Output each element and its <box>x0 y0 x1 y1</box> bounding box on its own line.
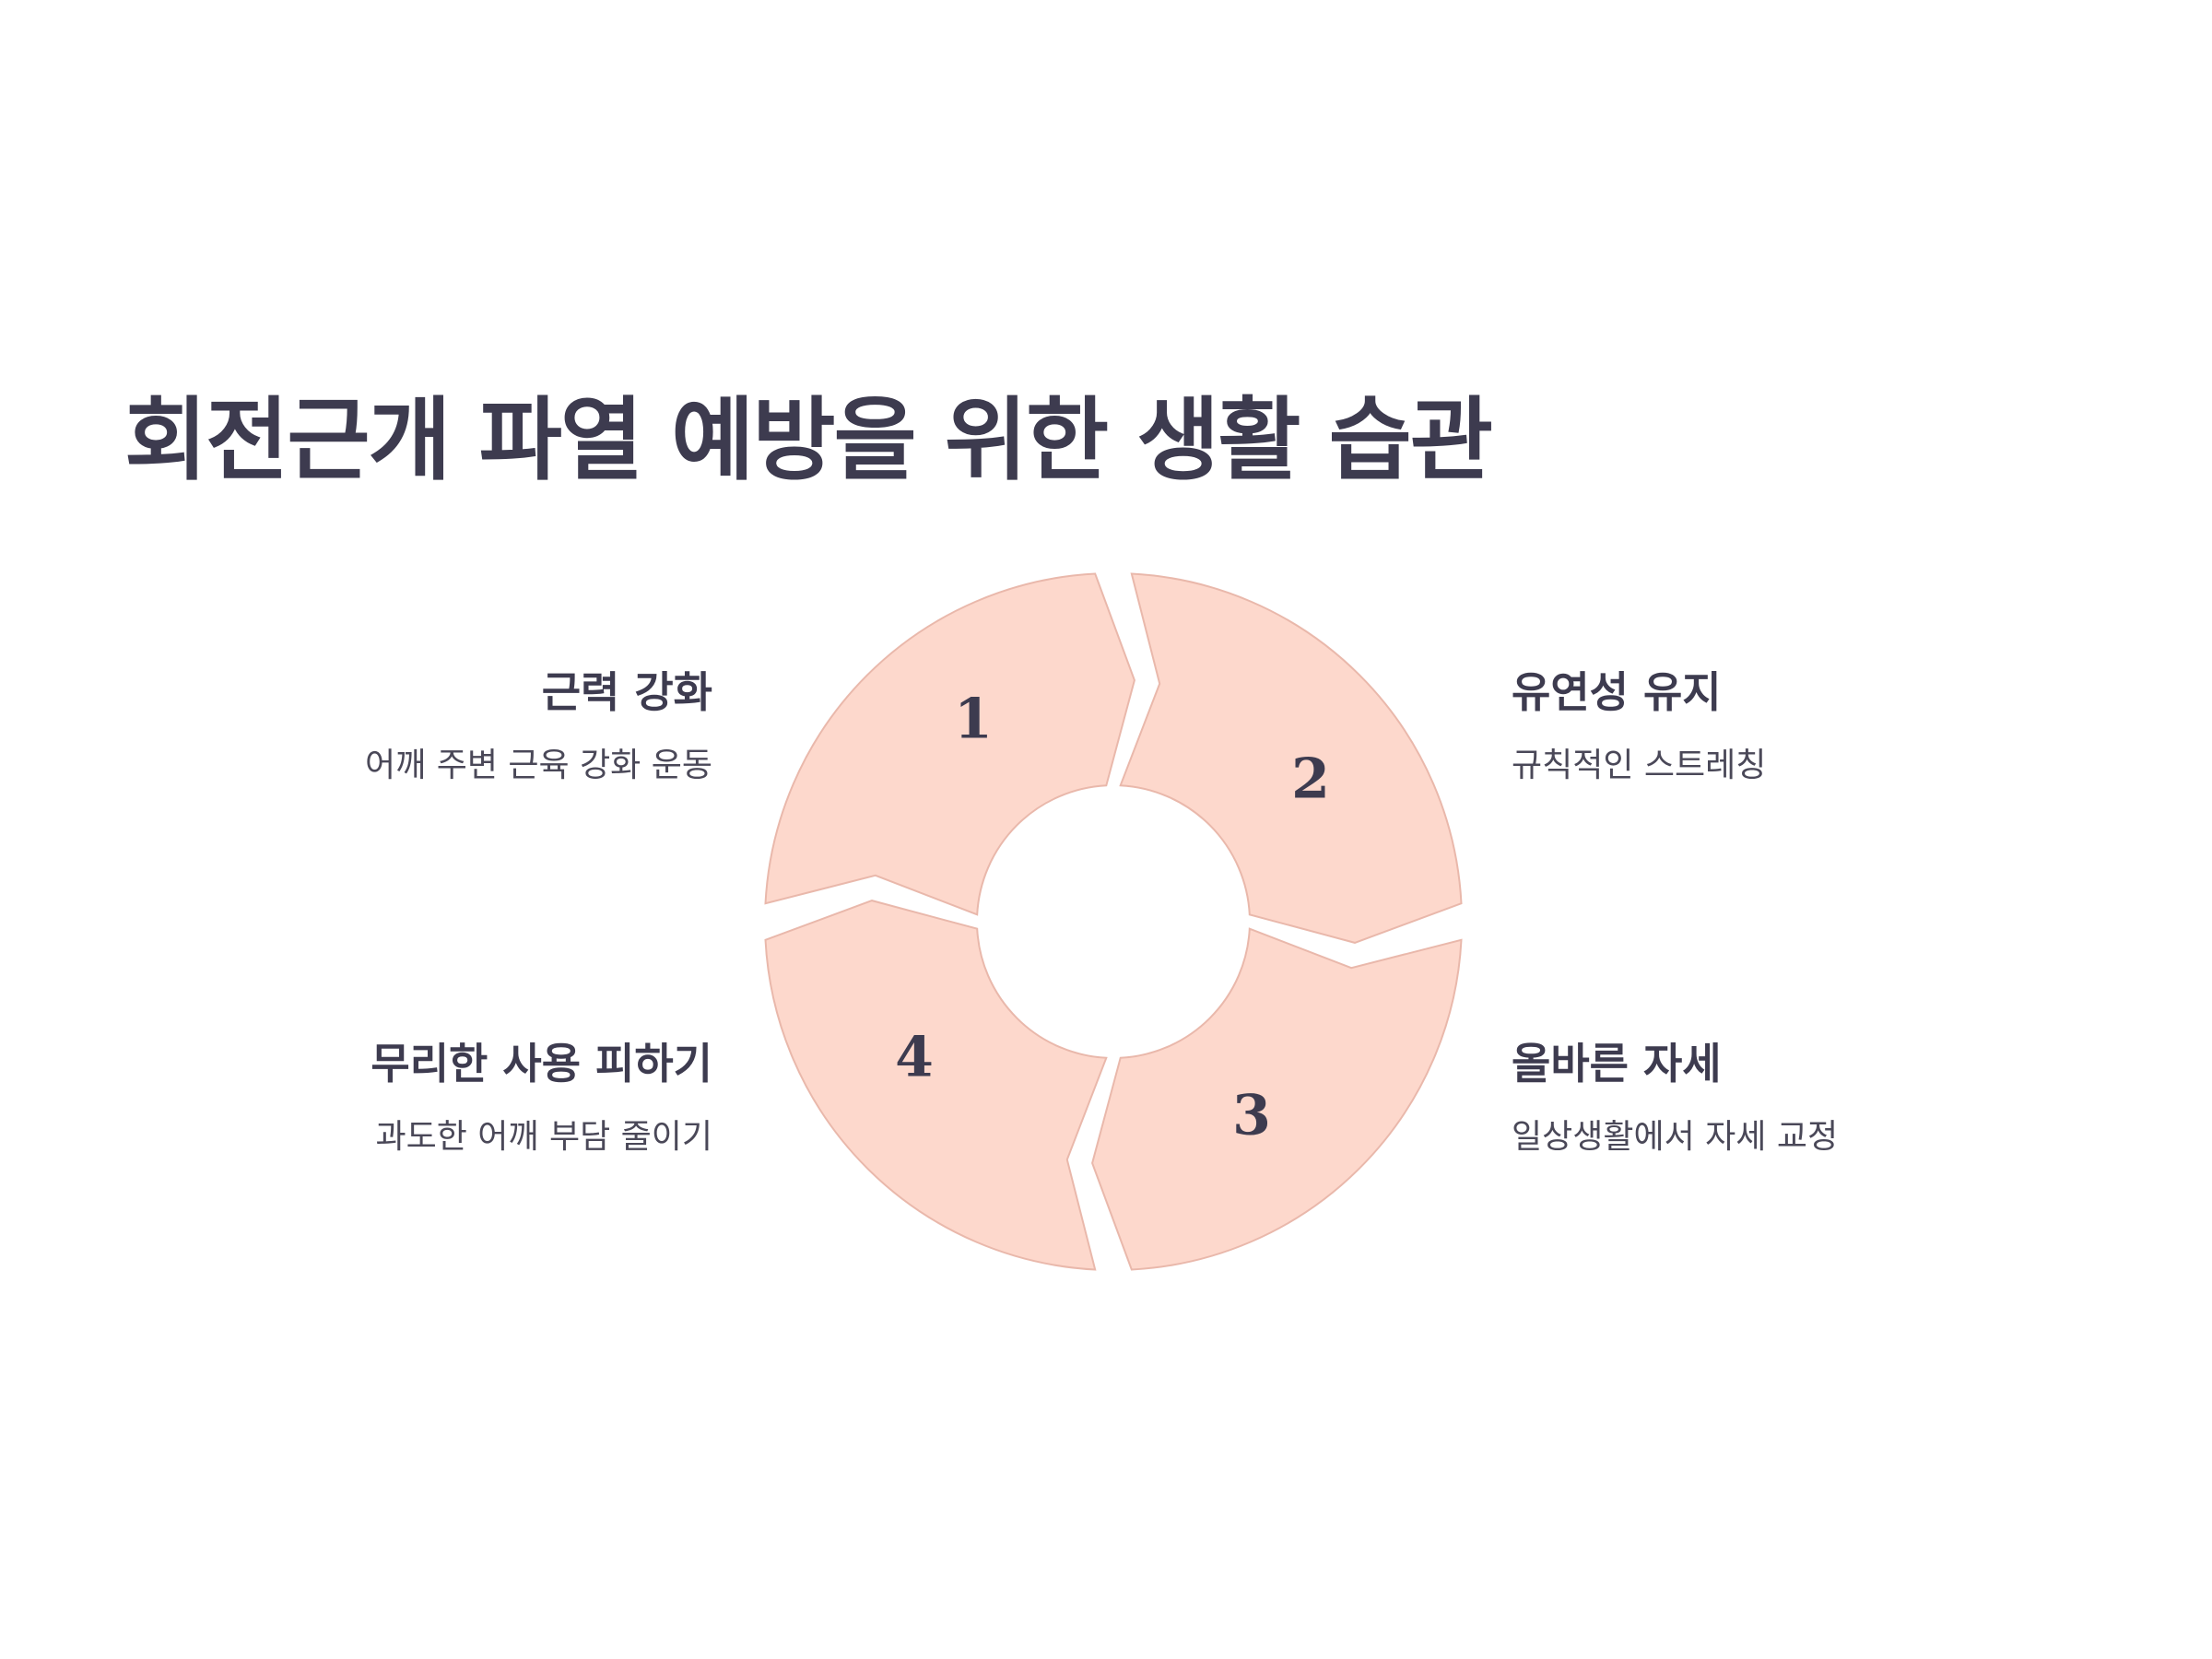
segment-number-3: 3 <box>1232 1084 1271 1148</box>
step-title-2: 유연성 유지 <box>1512 667 1722 717</box>
step-title-3: 올바른 자세 <box>1512 1039 1722 1088</box>
segment-number-4: 4 <box>895 1026 934 1090</box>
cycle-segment-3 <box>1091 927 1463 1271</box>
step-label-4: 무리한 사용 피하기 과도한 어깨 부담 줄이기 <box>67 1039 712 1157</box>
step-title-1: 근력 강화 <box>541 667 712 717</box>
step-description-4: 과도한 어깨 부담 줄이기 <box>375 1118 712 1157</box>
step-label-1: 근력 강화 어깨 주변 근육 강화 운동 <box>67 667 712 785</box>
step-description-2: 규칙적인 스트레칭 <box>1512 747 1767 785</box>
cycle-segment-1 <box>764 572 1135 916</box>
page-title: 회전근개 파열 예방을 위한 생활 습관 <box>124 388 1493 493</box>
step-title-4: 무리한 사용 피하기 <box>371 1039 712 1088</box>
step-label-2: 유연성 유지 규칙적인 스트레칭 <box>1512 667 2157 785</box>
segment-number-2: 2 <box>1291 747 1330 812</box>
step-label-3: 올바른 자세 일상생활에서 자세 교정 <box>1512 1039 2157 1157</box>
cycle-segment-2 <box>1119 572 1463 944</box>
cycle-segment-4 <box>764 900 1108 1271</box>
step-description-1: 어깨 주변 근육 강화 운동 <box>365 747 712 785</box>
step-description-3: 일상생활에서 자세 교정 <box>1512 1118 1839 1157</box>
segment-number-1: 1 <box>954 688 993 752</box>
